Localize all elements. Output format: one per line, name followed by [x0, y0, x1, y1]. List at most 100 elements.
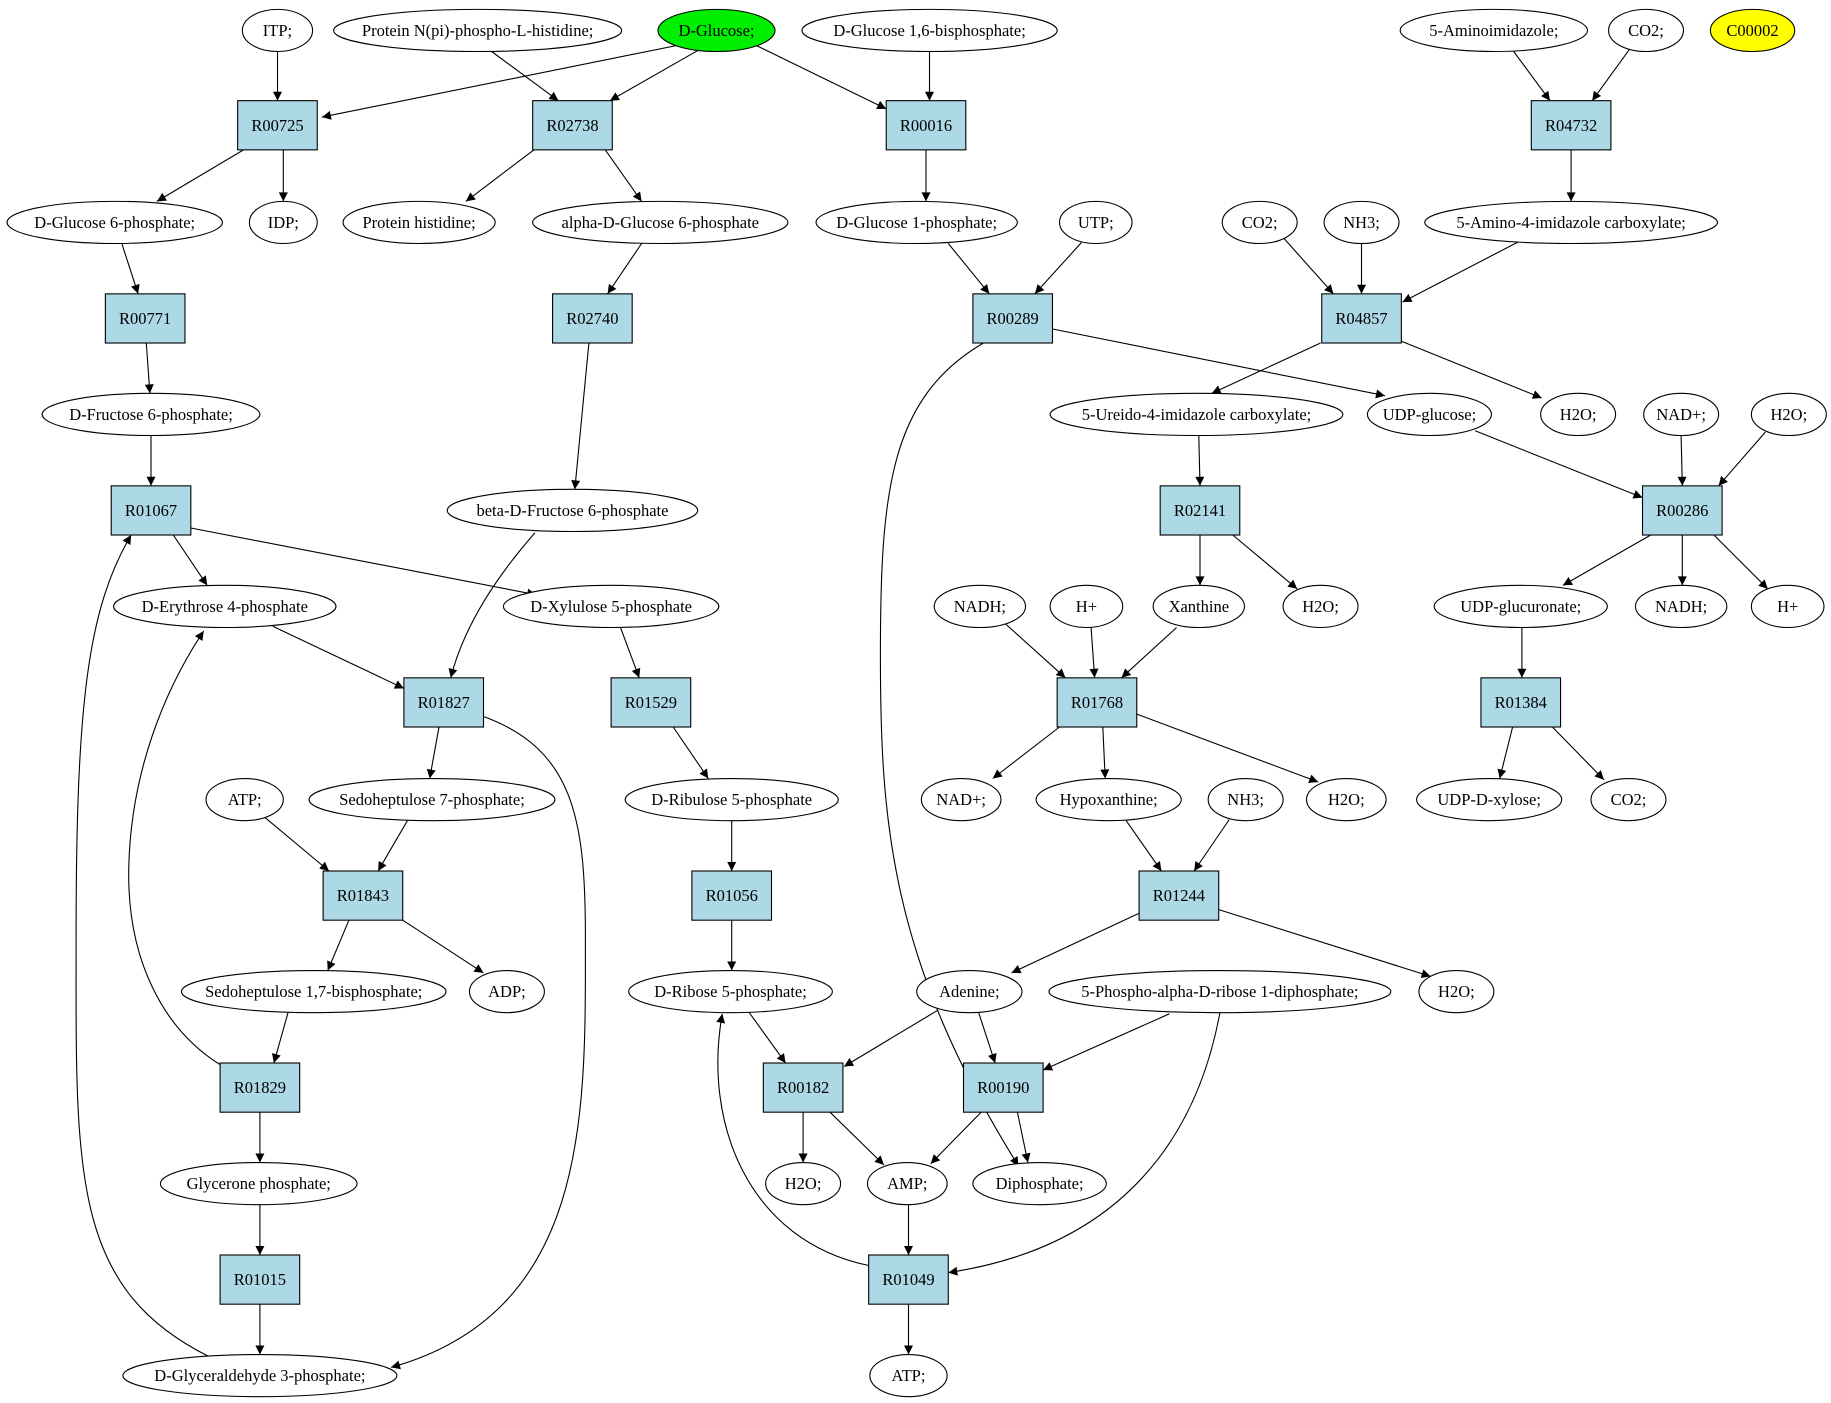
compound-node-nh3_a[interactable]: NH3;	[1323, 200, 1400, 245]
compound-ellipse	[972, 1161, 1107, 1206]
reaction-node-R01067[interactable]: R01067	[110, 485, 192, 536]
compound-node-g16bp[interactable]: D-Glucose 1,6-bisphosphate;	[801, 8, 1058, 53]
edge-g6p-to-R00771	[121, 243, 140, 294]
reaction-node-R01056[interactable]: R01056	[691, 870, 773, 921]
compound-node-h2o_a[interactable]: H2O;	[1540, 392, 1617, 437]
compound-node-e4p[interactable]: D-Erythrose 4-phosphate	[113, 584, 337, 629]
reaction-node-R04732[interactable]: R04732	[1530, 100, 1612, 151]
compound-node-glycerone[interactable]: Glycerone phosphate;	[159, 1161, 358, 1206]
compound-ellipse	[1418, 969, 1495, 1014]
compound-label: Diphosphate;	[996, 1174, 1084, 1193]
edge-R04857-to-h2oa	[1399, 340, 1543, 399]
compound-node-h2o_e[interactable]: H2O;	[1418, 969, 1495, 1014]
reaction-box	[885, 100, 967, 151]
reaction-node-R02738[interactable]: R02738	[532, 100, 613, 151]
compound-node-nadh_a[interactable]: NADH;	[933, 584, 1027, 629]
compound-node-c00002[interactable]: C00002	[1709, 8, 1796, 53]
compound-label: beta-D-Fructose 6-phosphate	[476, 501, 668, 520]
compound-node-x5p[interactable]: D-Xylulose 5-phosphate	[502, 584, 720, 629]
compound-node-co2_a[interactable]: CO2;	[1608, 8, 1685, 53]
compound-node-nadp_b[interactable]: NAD+;	[920, 777, 1002, 822]
compound-node-idp[interactable]: IDP;	[248, 200, 318, 245]
compound-node-ag6p[interactable]: alpha-D-Glucose 6-phosphate	[532, 200, 789, 245]
compound-ellipse	[1424, 200, 1718, 245]
compound-node-diphos[interactable]: Diphosphate;	[972, 1161, 1107, 1206]
compound-node-itp[interactable]: ITP;	[241, 8, 314, 53]
compound-node-atp_a[interactable]: ATP;	[205, 777, 284, 822]
compound-ellipse	[1305, 777, 1387, 822]
compound-node-co2_b[interactable]: CO2;	[1221, 200, 1298, 245]
compound-node-g1p[interactable]: D-Glucose 1-phosphate;	[815, 200, 1018, 245]
reaction-node-R01529[interactable]: R01529	[610, 677, 692, 728]
reaction-node-R01843[interactable]: R01843	[322, 870, 404, 921]
reaction-node-R01384[interactable]: R01384	[1480, 677, 1562, 728]
edge-x5p-to-R01529	[619, 627, 641, 678]
compound-node-aminoimid[interactable]: 5-Aminoimidazole;	[1399, 8, 1589, 53]
compound-node-nadh_b[interactable]: NADH;	[1634, 584, 1728, 629]
compound-node-hplus_a[interactable]: H+	[1049, 584, 1124, 629]
compound-node-h2o_c[interactable]: H2O;	[1282, 584, 1359, 629]
reaction-node-R01829[interactable]: R01829	[219, 1062, 301, 1113]
compound-node-f6p[interactable]: D-Fructose 6-phosphate;	[41, 392, 261, 437]
compound-node-s17bp[interactable]: Sedoheptulose 1,7-bisphosphate;	[180, 969, 447, 1014]
compound-ellipse	[1049, 584, 1124, 629]
reaction-node-R00725[interactable]: R00725	[237, 100, 318, 151]
compound-node-hypox[interactable]: Hypoxanthine;	[1035, 777, 1182, 822]
compound-node-h2o_f[interactable]: H2O;	[765, 1161, 842, 1206]
reaction-node-R01244[interactable]: R01244	[1138, 870, 1220, 921]
compound-node-nh3_b[interactable]: NH3;	[1207, 777, 1284, 822]
reaction-node-R01015[interactable]: R01015	[219, 1254, 301, 1305]
reaction-node-R01049[interactable]: R01049	[868, 1254, 949, 1305]
reaction-label: R01067	[125, 501, 177, 520]
reaction-node-R00190[interactable]: R00190	[962, 1062, 1044, 1113]
compound-node-udpglcn[interactable]: UDP-glucuronate;	[1433, 584, 1608, 629]
reaction-node-R00182[interactable]: R00182	[762, 1062, 844, 1113]
compound-node-adp[interactable]: ADP;	[468, 969, 545, 1014]
edge-dglucose-to-R00725	[321, 36, 717, 120]
compound-node-udpxyl[interactable]: UDP-D-xylose;	[1416, 777, 1563, 822]
edge-bf6p-to-R01827	[448, 532, 536, 678]
compound-node-dglucose[interactable]: D-Glucose;	[657, 8, 776, 53]
compound-node-udpglc[interactable]: UDP-glucose;	[1366, 392, 1493, 437]
reaction-node-R02141[interactable]: R02141	[1159, 485, 1241, 536]
compound-node-xanthine[interactable]: Xanthine	[1152, 584, 1246, 629]
reaction-node-R04857[interactable]: R04857	[1321, 293, 1402, 344]
compound-label: Protein N(pi)-phospho-L-histidine;	[362, 21, 593, 40]
edge-s17bp-to-R01829	[271, 1012, 289, 1064]
compound-node-s7p[interactable]: Sedoheptulose 7-phosphate;	[308, 777, 556, 822]
compound-node-utp[interactable]: UTP;	[1058, 200, 1133, 245]
reaction-node-R02740[interactable]: R02740	[552, 293, 633, 344]
compound-node-prpp[interactable]: 5-Phospho-alpha-D-ribose 1-diphosphate;	[1048, 969, 1392, 1014]
compound-label: Sedoheptulose 7-phosphate;	[339, 790, 525, 809]
compound-node-h2o_d[interactable]: H2O;	[1305, 777, 1387, 822]
compound-label: 5-Aminoimidazole;	[1429, 21, 1558, 40]
compound-node-adenine[interactable]: Adenine;	[916, 969, 1023, 1014]
compound-node-prot_his[interactable]: Protein histidine;	[342, 200, 496, 245]
reaction-node-R00016[interactable]: R00016	[885, 100, 967, 151]
reaction-node-R00286[interactable]: R00286	[1641, 485, 1723, 536]
compound-node-gap[interactable]: D-Glyceraldehyde 3-phosphate;	[122, 1353, 398, 1398]
compound-node-ureido[interactable]: 5-Ureido-4-imidazole carboxylate;	[1049, 392, 1344, 437]
compound-node-h2o_b[interactable]: H2O;	[1750, 392, 1827, 437]
compound-node-hplus_b[interactable]: H+	[1750, 584, 1825, 629]
reaction-label: R01768	[1071, 693, 1123, 712]
edge-R01049-to-r5p	[716, 1013, 869, 1267]
compound-node-amp[interactable]: AMP;	[866, 1161, 948, 1206]
compound-ellipse	[502, 584, 720, 629]
compound-node-atp_b[interactable]: ATP;	[869, 1353, 948, 1398]
compound-node-prot_phos[interactable]: Protein N(pi)-phospho-L-histidine;	[333, 8, 623, 53]
compound-node-g6p[interactable]: D-Glucose 6-phosphate;	[6, 200, 223, 245]
compound-node-nadp_a[interactable]: NAD+;	[1643, 392, 1720, 437]
compound-node-ru5p[interactable]: D-Ribulose 5-phosphate	[624, 777, 839, 822]
compound-node-co2_c[interactable]: CO2;	[1590, 777, 1667, 822]
compound-node-r5p[interactable]: D-Ribose 5-phosphate;	[628, 969, 833, 1014]
reaction-node-R01768[interactable]: R01768	[1056, 677, 1138, 728]
reaction-node-R00771[interactable]: R00771	[104, 293, 186, 344]
compound-node-bf6p[interactable]: beta-D-Fructose 6-phosphate	[446, 488, 699, 533]
compound-node-aica[interactable]: 5-Amino-4-imidazole carboxylate;	[1424, 200, 1718, 245]
reaction-node-R01827[interactable]: R01827	[403, 677, 485, 728]
compound-label: UDP-glucose;	[1383, 405, 1477, 424]
reaction-node-R00289[interactable]: R00289	[972, 293, 1054, 344]
compound-label: H+	[1076, 597, 1097, 616]
edge-r5p-to-R00182	[748, 1012, 787, 1064]
